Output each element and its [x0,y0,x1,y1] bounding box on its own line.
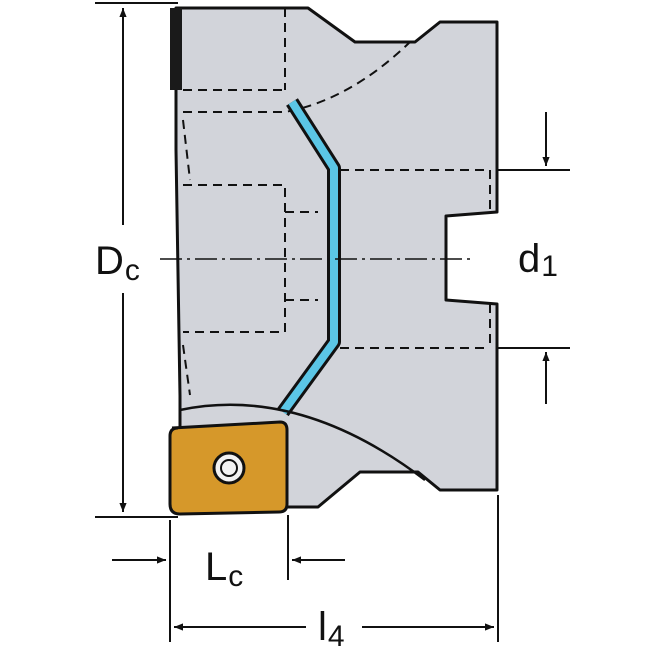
body-hub-left [170,8,182,90]
dc-label: Dc [95,239,140,287]
chip-flute-curve [179,403,426,481]
cutting-insert [168,420,289,516]
d1-label: d1 [518,237,558,283]
l4-label: l4 [318,605,345,653]
insert-screw-hole-icon [212,451,246,485]
lc-label: Lc [205,545,243,593]
coolant-channel-fill [279,99,338,415]
extension-lines [95,2,570,642]
